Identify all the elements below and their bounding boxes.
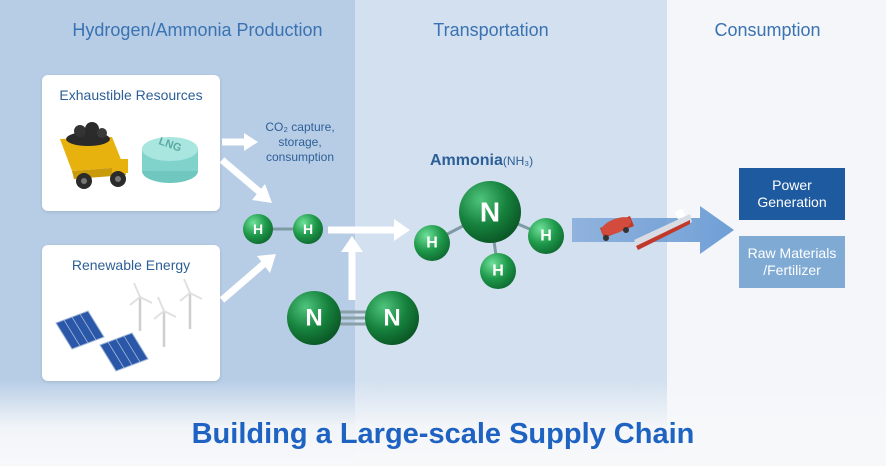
power-generation-box: Power Generation bbox=[739, 168, 845, 220]
co2-note-line2: storage, bbox=[278, 135, 322, 149]
section-title-transportation: Transportation bbox=[433, 20, 549, 40]
exhaustible-resources-label: Exhaustible Resources bbox=[59, 87, 203, 103]
nitrogen-molecule: N N bbox=[287, 291, 419, 345]
ship-icon bbox=[634, 208, 692, 250]
hydrogen-molecule: H H bbox=[243, 214, 323, 244]
nitrogen-atom-2 bbox=[365, 291, 419, 345]
section-title-production: Hydrogen/Ammonia Production bbox=[72, 20, 323, 40]
raw-materials-box: Raw Materials /Fertilizer bbox=[739, 236, 845, 288]
wind-turbine-icon bbox=[129, 278, 203, 347]
arrow-hydrogen-to-ammonia bbox=[328, 219, 410, 241]
hydrogen-atom-2-label: H bbox=[303, 221, 313, 237]
ammonia-nitrogen-atom bbox=[459, 181, 521, 243]
ammonia-h-bottom-label: H bbox=[492, 263, 504, 280]
arrow-exhaustible-to-hydrogen bbox=[219, 157, 272, 203]
ammonia-name: Ammonia bbox=[430, 152, 503, 169]
arrow-to-co2 bbox=[222, 133, 258, 151]
raw-materials-label: Raw Materials /Fertilizer bbox=[747, 245, 837, 278]
ammonia-h-right-label: H bbox=[540, 228, 552, 245]
lng-tank-icon bbox=[142, 137, 198, 183]
dump-truck-icon bbox=[60, 122, 128, 189]
ammonia-hydrogen-left bbox=[414, 225, 450, 261]
transport-arrow bbox=[572, 206, 734, 254]
arrow-nitrogen-up bbox=[341, 236, 363, 300]
hydrogen-atom-1-label: H bbox=[253, 221, 263, 237]
ammonia-formula: (NH₃) bbox=[502, 154, 534, 168]
ammonia-hydrogen-bottom bbox=[480, 253, 516, 289]
renewable-energy-card: Renewable Energy bbox=[42, 245, 220, 381]
power-generation-label: Power Generation bbox=[757, 177, 827, 210]
bottom-fade bbox=[0, 380, 886, 466]
co2-note-line1: CO₂ capture, bbox=[265, 120, 335, 134]
hydrogen-atom-2 bbox=[293, 214, 323, 244]
ammonia-hydrogen-right bbox=[528, 218, 564, 254]
arrow-renewable-to-hydrogen bbox=[219, 254, 276, 303]
nitrogen-atom-1-label: N bbox=[305, 305, 322, 332]
headline: Building a Large-scale Supply Chain bbox=[191, 418, 695, 450]
co2-capture-note: CO₂ capture, storage, consumption bbox=[255, 120, 345, 165]
section-title-consumption: Consumption bbox=[714, 20, 821, 40]
hydrogen-atom-1 bbox=[243, 214, 273, 244]
exhaustible-resources-card: Exhaustible Resources LNG bbox=[42, 75, 220, 211]
ammonia-h-left-label: H bbox=[426, 235, 438, 252]
co2-note-line3: consumption bbox=[265, 150, 335, 164]
ammonia-n-label: N bbox=[480, 197, 500, 228]
renewable-energy-label: Renewable Energy bbox=[71, 257, 191, 273]
solar-panel-icon bbox=[55, 310, 149, 372]
ammonia-molecule: H H H N bbox=[414, 181, 564, 289]
nitrogen-atom-2-label: N bbox=[383, 305, 400, 332]
nitrogen-atom-1 bbox=[287, 291, 341, 345]
ammonia-label: Ammonia(NH₃) bbox=[430, 152, 533, 170]
tanker-truck-icon bbox=[600, 216, 634, 241]
